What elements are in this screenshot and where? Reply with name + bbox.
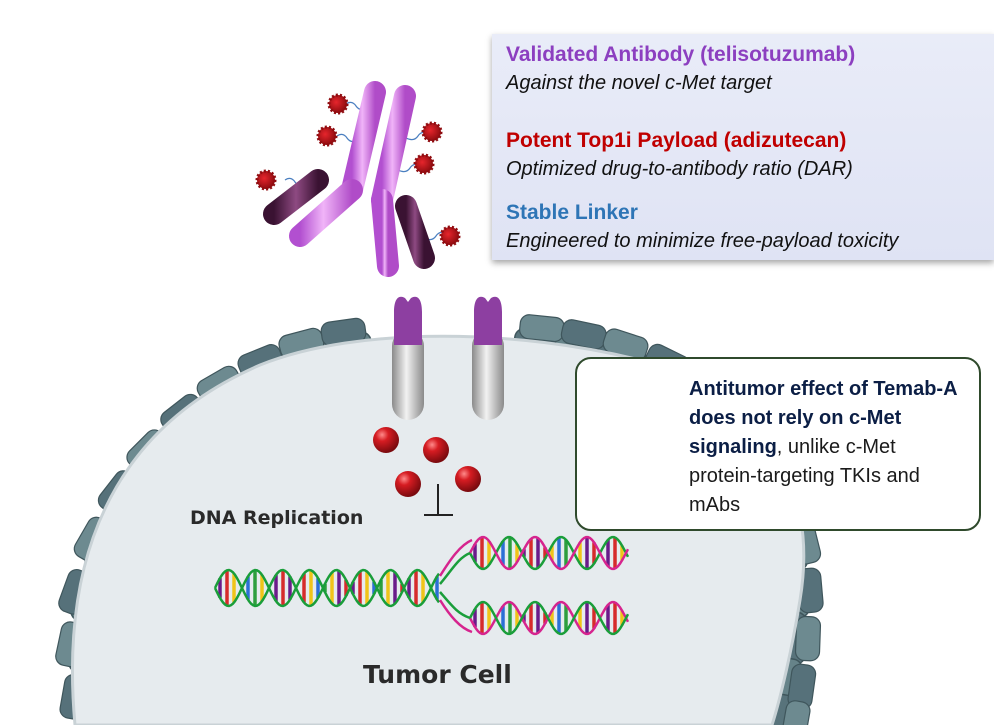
payload-title: Potent Top1i Payload (adizutecan) bbox=[506, 129, 847, 152]
payload-molecule bbox=[423, 437, 449, 463]
antibody-title: Validated Antibody (telisotuzumab) bbox=[506, 43, 856, 66]
heavy-chain bbox=[371, 85, 416, 211]
callout-text: Antitumor effect of Temab-A does not rel… bbox=[689, 375, 969, 520]
c-met-receptor-left bbox=[392, 296, 424, 420]
heavy-chain bbox=[289, 179, 363, 247]
dna-strand bbox=[468, 535, 630, 571]
membrane-segment bbox=[794, 615, 822, 662]
dna-replication-helix bbox=[213, 535, 630, 636]
dna-fork bbox=[438, 599, 473, 634]
membrane-segment bbox=[780, 700, 811, 725]
payload-clusters bbox=[255, 93, 461, 247]
dna-strand bbox=[468, 600, 630, 636]
callout-normal-text: , unlike c-Met protein-targeting TKIs an… bbox=[689, 436, 920, 516]
released-payload bbox=[373, 427, 481, 516]
antibody-subtitle: Against the novel c-Met target bbox=[506, 72, 772, 94]
payload-molecule bbox=[395, 471, 421, 497]
dna-strand bbox=[213, 568, 441, 608]
tumor-cell-label: Tumor Cell bbox=[363, 660, 512, 689]
linker-title: Stable Linker bbox=[506, 201, 638, 224]
light-chain bbox=[263, 169, 329, 225]
dna-strand bbox=[213, 568, 441, 608]
dna-fork bbox=[439, 551, 471, 585]
callout-bold-text: Antitumor effect of Temab-A does not rel… bbox=[689, 378, 957, 458]
c-met-receptor-right bbox=[472, 296, 504, 420]
linker-subtitle: Engineered to minimize free-payload toxi… bbox=[506, 230, 899, 252]
heavy-chain bbox=[371, 189, 399, 277]
payload-molecule bbox=[455, 466, 481, 492]
inhibition-symbol bbox=[424, 484, 453, 516]
payload-molecule bbox=[373, 427, 399, 453]
membrane-segment bbox=[519, 314, 565, 343]
antibody-drug-conjugate bbox=[255, 81, 461, 277]
light-chain bbox=[395, 195, 435, 269]
payload-subtitle: Optimized drug-to-antibody ratio (DAR) bbox=[506, 158, 853, 180]
mechanism-callout: Antitumor effect of Temab-A does not rel… bbox=[575, 357, 981, 531]
heavy-chain bbox=[341, 81, 386, 201]
dna-fork bbox=[439, 591, 471, 620]
dna-fork bbox=[438, 538, 473, 577]
adc-properties-panel: Validated Antibody (telisotuzumab) Again… bbox=[492, 34, 994, 260]
dna-replication-label: DNA Replication bbox=[190, 507, 364, 529]
